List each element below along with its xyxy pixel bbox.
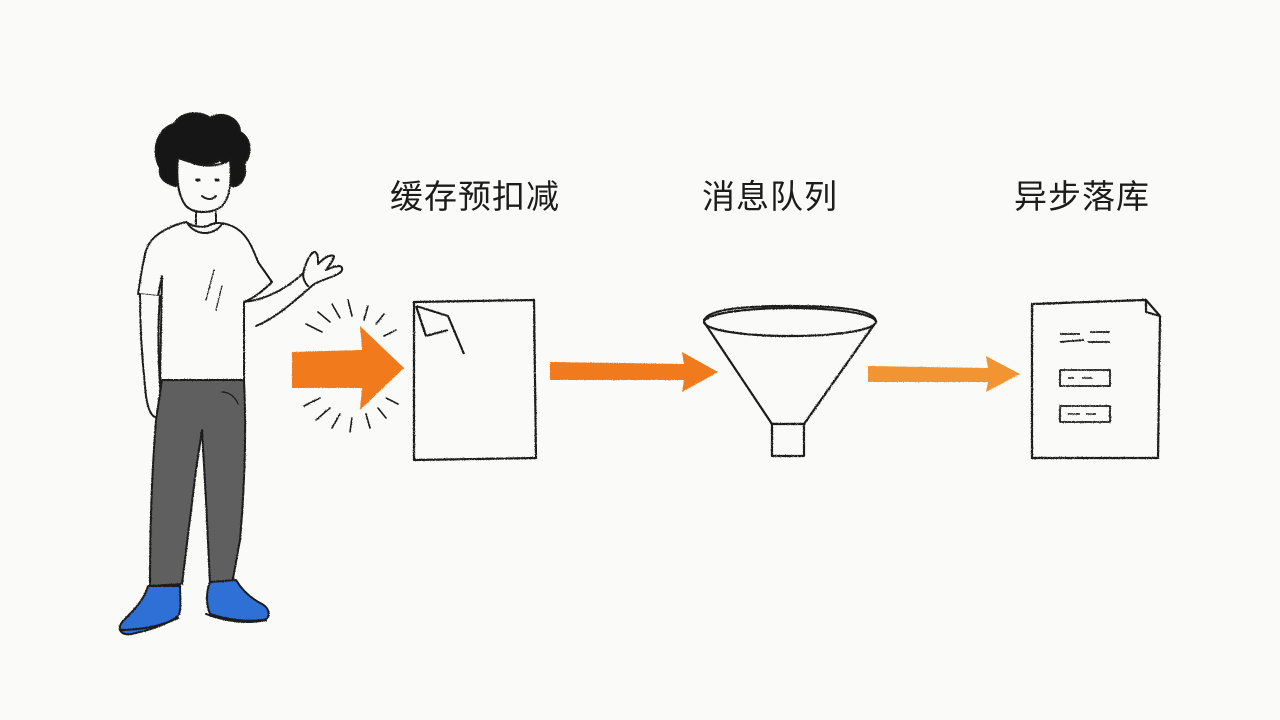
step-label-persist: 异步落库 [1014, 177, 1150, 216]
face [176, 157, 232, 213]
impact-sparks [303, 299, 399, 433]
document-icon [412, 298, 538, 462]
person-figure [118, 112, 344, 636]
step-label-cache: 缓存预扣减 [390, 177, 560, 216]
arrow-to-queue [550, 352, 718, 392]
pants [149, 379, 247, 587]
raised-hand [302, 251, 344, 287]
database-form-icon [1030, 298, 1162, 460]
left-arm [139, 293, 162, 419]
funnel-icon [702, 304, 878, 458]
arrow-to-cache [292, 326, 404, 410]
right-shoe [206, 579, 270, 622]
shirt [137, 221, 273, 383]
arrow-to-persist [868, 356, 1020, 392]
step-label-queue: 消息队列 [702, 177, 838, 216]
